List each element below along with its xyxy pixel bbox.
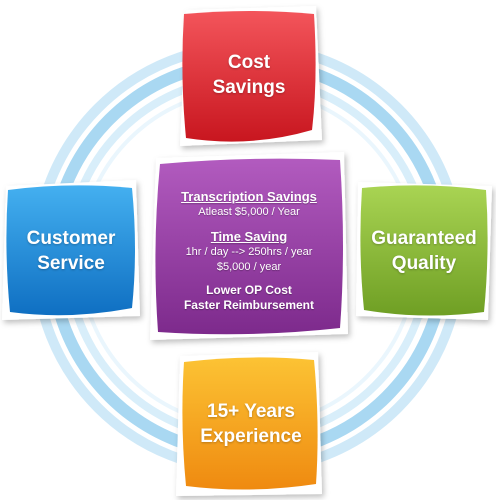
card-center [150,152,348,340]
cost-savings-line2: Savings [212,77,286,98]
experience-line1: 15+ Years [207,401,295,422]
time-saving-line1: 1hr / day --> 250hrs / year [185,245,313,258]
guaranteed-quality-line1: Guaranteed [371,228,477,249]
experience-line2: Experience [200,426,302,447]
card-left [2,180,140,320]
experience-label: 15+ Years Experience [186,366,316,482]
customer-service-line1: Customer [26,228,116,249]
card-top-body [182,11,316,142]
customer-service-label: Customer Service [10,195,132,307]
time-saving-line2: $5,000 / year [216,260,282,273]
transcription-savings-heading: Transcription Savings [181,188,317,204]
card-top [180,6,322,146]
guaranteed-quality-label: Guaranteed Quality [362,195,486,307]
card-bottom [176,352,322,496]
center-details: Transcription Savings Atleast $5,000 / Y… [158,170,340,330]
time-saving-heading: Time Saving [210,228,288,244]
cost-savings-line1: Cost [227,52,271,73]
card-center-body [155,158,343,335]
card-right [356,182,492,320]
card-left-body [6,185,136,316]
benefit-faster-reimbursement: Faster Reimbursement [183,297,315,312]
cost-savings-label: Cost Savings [186,20,312,130]
card-right-body [360,185,488,316]
transcription-savings-value: Atleast $5,000 / Year [198,205,300,218]
guaranteed-quality-line2: Quality [391,253,457,274]
customer-service-line2: Service [37,253,105,274]
card-bottom-body [182,357,318,490]
benefit-lower-op-cost: Lower OP Cost [206,282,292,297]
